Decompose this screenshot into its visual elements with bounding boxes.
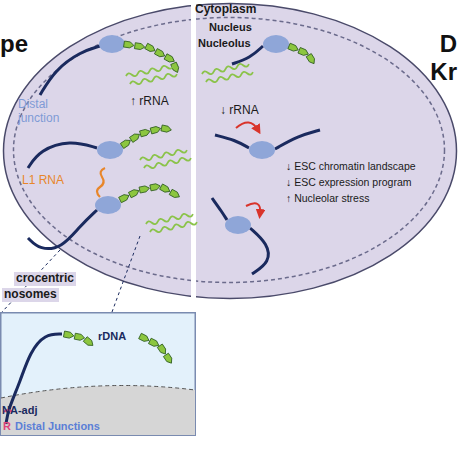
chromosome-arm <box>232 46 263 64</box>
annotation-label: ↓ ESC chromatin landscape <box>286 160 416 172</box>
zoom-leader <box>112 236 140 312</box>
node-text: NA-adj <box>2 404 37 417</box>
annotation-label: ↓ rRNA <box>220 104 259 118</box>
node-text: Nucleus <box>209 21 252 34</box>
rdna-arrows <box>119 183 181 203</box>
distal-junction <box>249 141 275 159</box>
red-arrow <box>236 122 258 130</box>
annotation-label: pe <box>0 30 28 58</box>
rdna-arrows <box>139 333 174 365</box>
distal-junction <box>225 216 251 234</box>
annotation-label: Nucleolus <box>198 37 251 50</box>
annotation-label: D <box>440 30 457 58</box>
annotation-label: crocentric <box>14 272 76 286</box>
chromosome-arm <box>40 46 100 95</box>
chromosome-arm <box>250 228 268 274</box>
chromosome-arm <box>212 198 227 220</box>
rrna-transcript <box>206 70 254 84</box>
rrna-transcript <box>144 156 192 170</box>
rrna-transcript <box>130 72 178 86</box>
distal-junction <box>95 196 121 214</box>
annotation-label: L1 RNA <box>22 174 64 188</box>
annotation-label: ↑ rRNA <box>130 95 169 109</box>
red-arrow <box>246 203 260 214</box>
annotation-label: nosomes <box>2 288 59 302</box>
rrna-transcript <box>202 62 250 76</box>
annotation-label: ↑ Nucleolar stress <box>286 192 369 204</box>
zoom-leader <box>2 250 60 312</box>
rrna-transcript <box>126 64 174 78</box>
annotation-label: Kr <box>430 58 457 86</box>
rdna-arrows <box>288 43 317 65</box>
rrna-transcript <box>150 220 198 234</box>
annotation-label: ↓ ESC expression program <box>286 176 411 188</box>
chromosome-arm <box>275 130 320 149</box>
node-text: Cytoplasm <box>195 3 256 17</box>
rdna-arrows <box>120 125 172 149</box>
node-text: Distal Junctions <box>15 420 100 433</box>
nucleus-outline <box>12 16 446 284</box>
rrna-transcript <box>146 212 194 226</box>
distal-junction <box>97 141 123 159</box>
node-text: rDNA <box>98 330 126 343</box>
annotation-label: Distal junction <box>18 98 76 126</box>
rrna-transcript <box>140 148 188 162</box>
chromosome-arm <box>215 135 249 148</box>
chromosome-arm <box>28 210 97 249</box>
rdna-arrows <box>63 331 94 348</box>
rdna-arrows <box>124 41 181 74</box>
node-text: R <box>3 420 11 433</box>
distal-junction <box>99 35 125 53</box>
nucleus-compartment: Nucleus <box>12 16 446 284</box>
distal-junction <box>263 35 289 53</box>
l1-rna <box>97 168 105 197</box>
panel-divider <box>191 0 196 304</box>
inset-box: rDNA NA-adjR Distal Junctions <box>0 312 196 436</box>
chromosome-arm <box>28 143 97 168</box>
